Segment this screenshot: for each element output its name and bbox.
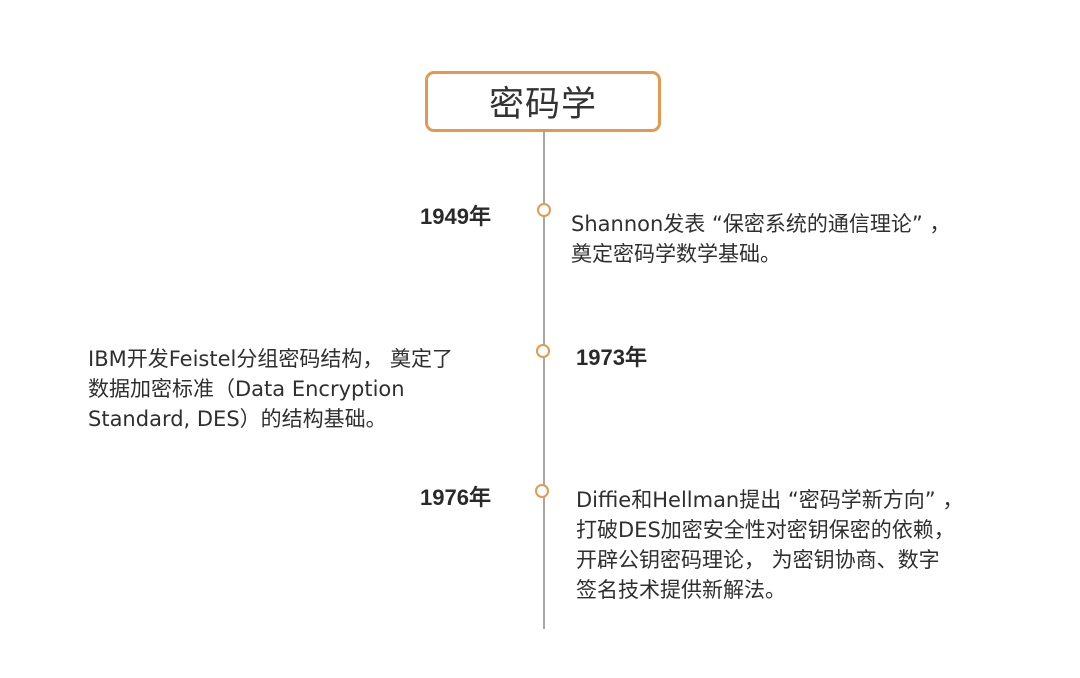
event-description-line: Diffie和Hellman提出 “密码学新方向” ， <box>576 488 964 512</box>
event-description-line: 奠定密码学数学基础。 <box>571 242 781 266</box>
diagram-title: 密码学 <box>425 71 661 132</box>
timeline-node-1976 <box>535 484 549 498</box>
event-year-1973: 1973年 <box>576 345 647 370</box>
timeline-axis <box>543 132 545 629</box>
event-description-line: Shannon发表 “保密系统的通信理论” ， <box>571 212 951 236</box>
event-year-1949: 1949年 <box>420 204 491 229</box>
event-description-line: IBM开发Feistel分组密码结构， 奠定了 <box>88 347 454 371</box>
event-description-1949: Shannon发表 “保密系统的通信理论” ， 奠定密码学数学基础。 <box>571 209 950 269</box>
event-description-line: 打破DES加密安全性对密钥保密的依赖， <box>576 518 955 542</box>
event-year-1976: 1976年 <box>420 485 491 510</box>
timeline-node-1949 <box>537 203 551 217</box>
event-description-line: 开辟公钥密码理论， 为密钥协商、数字 <box>576 548 940 572</box>
event-description-line: 数据加密标准（Data Encryption <box>88 377 405 401</box>
event-description-line: 签名技术提供新解法。 <box>576 578 786 602</box>
event-description-1973: IBM开发Feistel分组密码结构， 奠定了 数据加密标准（Data Encr… <box>88 344 453 434</box>
event-description-1976: Diffie和Hellman提出 “密码学新方向” ， 打破DES加密安全性对密… <box>576 485 963 605</box>
timeline-node-1973 <box>536 344 550 358</box>
event-description-line: Standard, DES）的结构基础。 <box>88 407 387 431</box>
